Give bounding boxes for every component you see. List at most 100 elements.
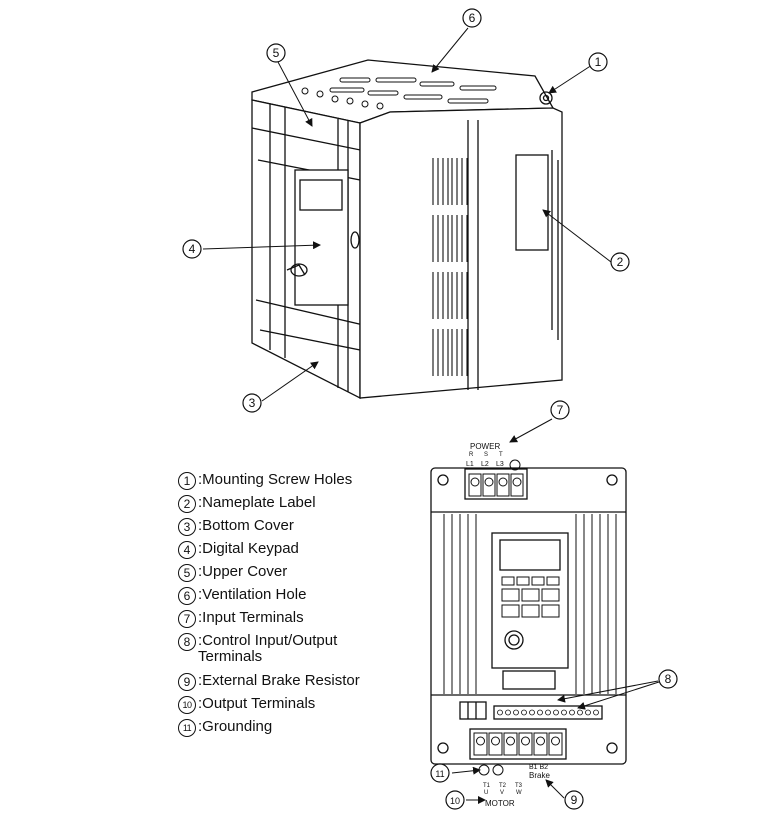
svg-text:T1: T1: [483, 783, 491, 789]
brake-label: Brake: [529, 771, 550, 780]
legend-number: 7: [178, 610, 196, 628]
control-terminal-pin: [569, 709, 575, 716]
keypad-knob: [504, 630, 524, 650]
legend-number: 1: [178, 472, 196, 490]
svg-text:R: R: [469, 452, 474, 458]
svg-text:T3: T3: [515, 783, 523, 789]
keypad-display: [299, 179, 343, 211]
front-view-labels: POWER R S T L1 L2 L3 T1 T2 T3 U V W MOTO…: [466, 442, 550, 808]
legend-item: 5:Upper Cover: [178, 564, 438, 587]
svg-text:W: W: [516, 790, 522, 796]
control-terminal-pin: [585, 709, 591, 716]
leader-lines: [202, 27, 663, 804]
control-terminal-pin: [545, 709, 551, 716]
callout-7: [550, 400, 570, 420]
isometric-drive-view: [251, 59, 563, 400]
legend-text: :Output Terminals: [198, 695, 316, 712]
callout-3-number: 3: [249, 396, 256, 410]
callout-4-number: 4: [189, 242, 196, 256]
legend-item: 10:Output Terminals: [178, 696, 438, 719]
legend-number: 5: [178, 564, 196, 582]
legend-item: 3:Bottom Cover: [178, 518, 438, 541]
control-terminal-pin: [553, 709, 559, 716]
legend-text: :Input Terminals: [198, 609, 304, 626]
control-terminal-pin: [529, 709, 535, 716]
legend-item: 9:External Brake Resistor: [178, 673, 438, 696]
heatsink-fins: [443, 514, 617, 694]
legend-text: :Grounding: [198, 718, 273, 735]
legend-item: 11:Grounding: [178, 719, 438, 742]
legend-item: 6:Ventilation Hole: [178, 587, 438, 610]
top-vent-slots: [301, 77, 497, 110]
nameplate-label: [515, 154, 549, 251]
control-terminal-pin: [521, 709, 527, 716]
terminal-screw: [551, 736, 560, 746]
legend-number: 2: [178, 495, 196, 513]
legend-text: :Nameplate Label: [198, 494, 316, 511]
callout-6: [462, 8, 482, 28]
control-terminal-pin: [505, 709, 511, 716]
legend-text: :External Brake Resistor: [198, 672, 360, 689]
control-terminal-pin: [537, 709, 543, 716]
side-face: [359, 107, 563, 399]
legend-text: :Ventilation Hole: [198, 586, 307, 603]
callout-8: [658, 669, 678, 689]
control-terminal-block: [493, 705, 603, 720]
legend-number: 8: [178, 633, 196, 651]
svg-text:T: T: [499, 452, 503, 458]
control-terminal-pin: [561, 709, 567, 716]
callout-1-number: 1: [595, 55, 602, 69]
callout-1: [588, 52, 608, 72]
callout-6-number: 6: [469, 11, 476, 25]
legend-number: 10: [178, 696, 196, 714]
legend-item: 1:Mounting Screw Holes: [178, 472, 438, 495]
power-header: POWER: [470, 442, 500, 451]
callout-5-number: 5: [273, 46, 280, 60]
svg-text:S: S: [484, 452, 488, 458]
callout-9-number: 9: [571, 793, 578, 807]
terminal-screw: [536, 736, 545, 746]
svg-text:T2: T2: [499, 783, 507, 789]
legend-text: :Digital Keypad: [198, 540, 299, 557]
svg-text:B1 B2: B1 B2: [529, 764, 548, 771]
terminal-screw: [491, 736, 500, 746]
callout-2: [610, 252, 630, 272]
terminal-screw: [476, 736, 485, 746]
terminal-screw: [498, 477, 508, 487]
callout-3: [242, 393, 262, 413]
callout-5: [266, 43, 286, 63]
terminal-slot: [518, 732, 533, 756]
callout-7-number: 7: [557, 403, 564, 417]
callout-11-number: 11: [435, 769, 444, 779]
legend-number: 11: [178, 719, 196, 737]
terminal-slot: [510, 473, 524, 497]
callout-10: [445, 790, 465, 810]
terminal-screw: [521, 736, 530, 746]
callout-4: [182, 239, 202, 259]
legend-item: 8:Control Input/Output Terminals: [178, 633, 438, 673]
svg-text:U: U: [484, 790, 488, 796]
terminal-slot: [496, 473, 510, 497]
legend-text: :Mounting Screw Holes: [198, 471, 353, 488]
control-terminal-pin: [513, 709, 519, 716]
legend-text: :Control Input/Output Terminals: [198, 632, 338, 665]
legend-item: 2:Nameplate Label: [178, 495, 438, 518]
control-terminal-pin: [577, 709, 583, 716]
terminal-screw: [470, 477, 480, 487]
terminal-slot: [468, 473, 482, 497]
callout-8-number: 8: [665, 672, 672, 686]
terminal-slot: [482, 473, 496, 497]
terminal-slot: [533, 732, 548, 756]
motor-footer: MOTOR: [485, 799, 515, 808]
side-ventilation-slots: [432, 158, 468, 376]
terminal-slot: [488, 732, 503, 756]
terminal-slot: [548, 732, 563, 756]
front-view-drive: [430, 467, 627, 765]
svg-text:L3: L3: [496, 461, 504, 468]
control-terminal-pin: [593, 709, 599, 716]
callout-2-number: 2: [617, 255, 624, 269]
callout-9: [564, 790, 584, 810]
